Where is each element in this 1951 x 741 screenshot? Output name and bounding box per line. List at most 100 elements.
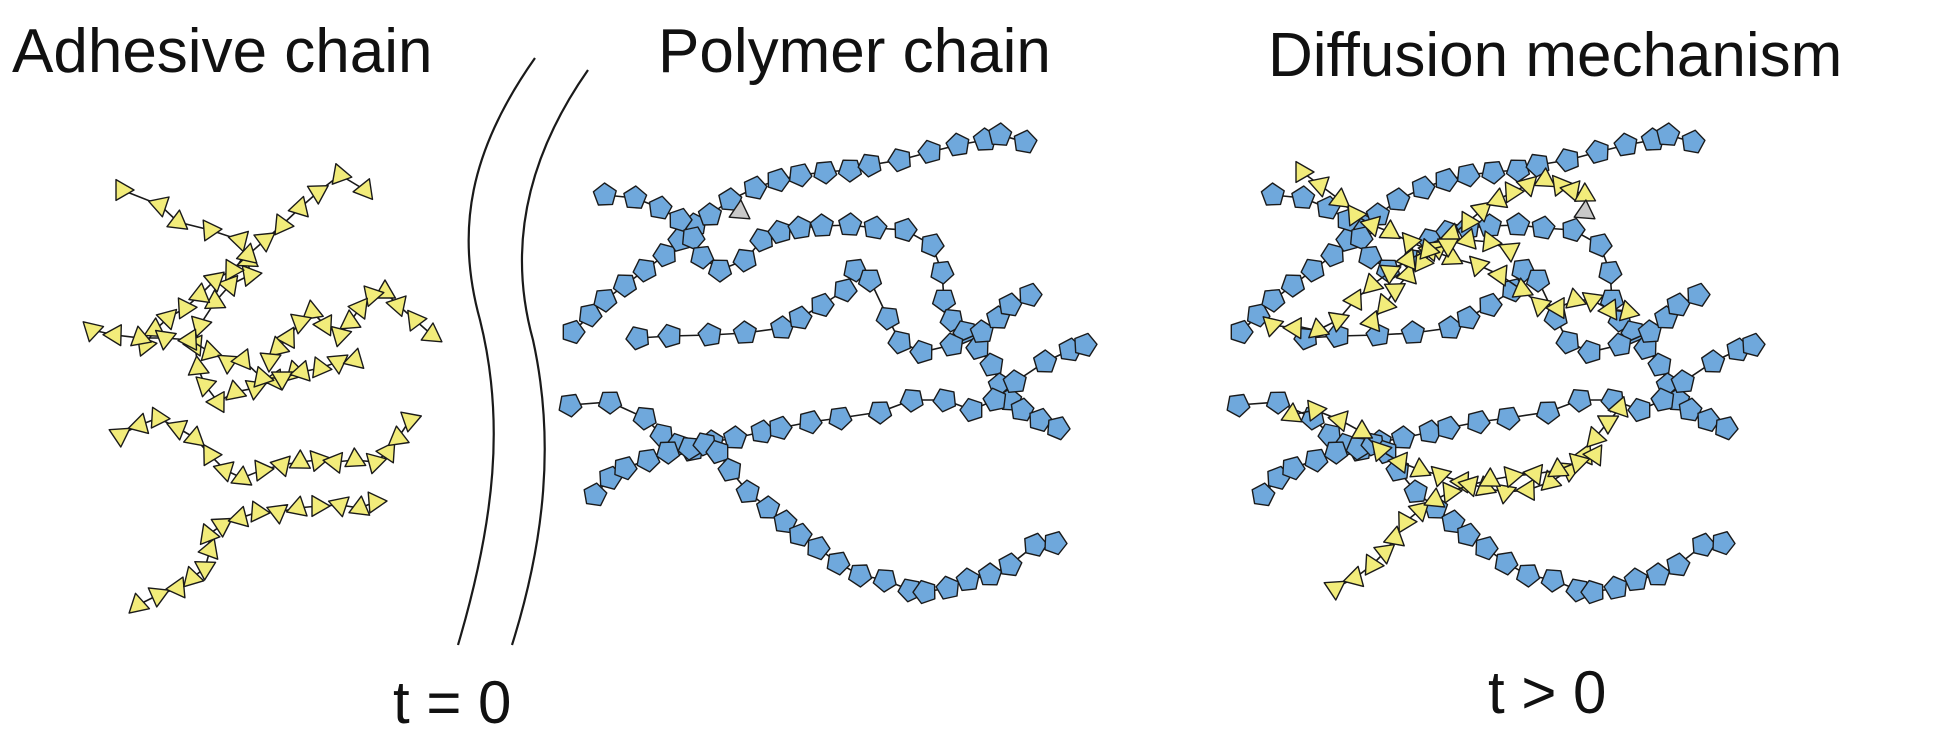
pentagon-icon <box>1687 282 1711 307</box>
pentagon-icon <box>811 292 835 317</box>
triangle-icon <box>177 297 198 320</box>
triangle-icon <box>1307 176 1330 198</box>
pentagon-icon <box>1678 397 1703 422</box>
adhesive-chain-title: Adhesive chain <box>12 17 433 86</box>
pentagon-icon <box>1647 352 1672 377</box>
pentagon-icon <box>1613 132 1638 157</box>
pentagon-icon <box>1531 215 1556 240</box>
pentagon-icon <box>657 323 681 348</box>
triangle-icon <box>1342 288 1363 311</box>
triangle-icon <box>250 500 271 523</box>
triangle-icon <box>254 459 275 482</box>
pentagon-icon <box>1403 479 1428 503</box>
pentagon-icon <box>1479 292 1503 317</box>
pentagon-icon <box>1623 567 1648 592</box>
triangle-icon <box>289 359 311 382</box>
triangle-icon <box>1419 237 1441 260</box>
triangle-icon <box>188 282 211 304</box>
triangle-icon <box>1327 311 1350 333</box>
triangle-icon <box>195 376 218 398</box>
pentagon-icon <box>1456 163 1481 188</box>
triangle-icon <box>326 354 349 375</box>
pentagon-icon <box>1325 323 1349 348</box>
pentagon-icon <box>1515 564 1541 588</box>
triangle-icon <box>1487 264 1508 287</box>
pentagon-icon <box>1323 441 1349 465</box>
pentagon-icon <box>558 393 583 418</box>
pentagon-icon <box>1010 397 1035 422</box>
triangle-icon <box>387 425 410 447</box>
pentagon-icon <box>826 551 851 576</box>
triangle-icon <box>235 242 258 264</box>
triangle-icon <box>1503 466 1525 488</box>
adhesive-chain-1 <box>136 162 374 357</box>
triangle-icon <box>1442 481 1463 504</box>
pentagon-icon <box>1666 552 1691 577</box>
pentagon-icon <box>899 389 924 413</box>
pentagon-icon <box>656 441 681 465</box>
triangle-icon <box>183 565 205 588</box>
triangle-icon <box>230 465 253 486</box>
triangle-icon <box>1407 501 1430 523</box>
triangle-icon <box>155 308 178 331</box>
triangle-icon <box>1395 262 1417 285</box>
pentagon-icon <box>1032 349 1058 373</box>
pentagon-icon <box>1506 212 1531 236</box>
triangle-icon <box>1423 487 1446 508</box>
triangle-icon <box>1581 292 1604 313</box>
time-later-label: t > 0 <box>1488 659 1606 726</box>
pentagon-icon <box>872 569 897 593</box>
triangle-icon <box>288 449 311 469</box>
pentagon-icon <box>998 552 1023 577</box>
pentagon-icon <box>1650 387 1675 412</box>
triangle-icon <box>227 505 250 528</box>
triangle-icon <box>147 587 170 608</box>
triangle-icon <box>330 325 353 348</box>
pentagon-icon <box>1024 532 1048 557</box>
triangle-icon <box>1359 215 1382 238</box>
triangle-icon <box>287 195 309 218</box>
pentagon-icon <box>1656 122 1681 146</box>
pentagon-icon <box>838 212 863 236</box>
triangle-icon <box>115 178 135 202</box>
pentagon-icon <box>917 139 941 164</box>
pentagon-icon <box>998 292 1023 317</box>
pentagon-icon <box>1494 551 1519 576</box>
triangle-icon <box>1597 298 1618 321</box>
triangle-icon <box>1262 316 1285 338</box>
triangle-icon <box>1342 565 1365 588</box>
triangle-icon <box>400 411 422 433</box>
triangle-icon <box>309 450 331 472</box>
pentagon-icon <box>977 562 1003 586</box>
triangle-icon <box>1379 264 1402 285</box>
triangle-icon <box>1596 415 1620 435</box>
pentagon-icon <box>1588 233 1613 258</box>
triangle-icon <box>1280 402 1303 423</box>
diffused-polymer-chain-4 <box>1251 432 1736 605</box>
pentagon-icon <box>1562 217 1586 243</box>
pentagon-icon <box>749 228 773 253</box>
triangle-icon <box>1282 317 1303 340</box>
triangle-icon <box>200 339 223 362</box>
triangle-icon <box>203 444 223 467</box>
triangle-icon <box>154 329 177 351</box>
triangle-icon <box>150 406 171 429</box>
triangle-icon <box>225 258 245 281</box>
triangle-icon <box>1387 451 1409 474</box>
triangle-icon <box>1515 175 1538 198</box>
pentagon-icon <box>1390 425 1416 449</box>
link-monomer-icon <box>1573 199 1596 220</box>
triangle-icon <box>182 425 205 447</box>
chain-bond <box>1240 134 1694 333</box>
adhesive-chain-4 <box>108 406 422 486</box>
pentagon-icon <box>743 175 768 200</box>
pentagon-icon <box>1300 258 1325 283</box>
triangle-icon <box>347 297 368 320</box>
diffused-adhesive-chain-2 <box>1262 227 1521 340</box>
pentagon-icon <box>1555 148 1579 173</box>
triangle-icon <box>1328 187 1351 208</box>
pentagon-icon <box>562 319 586 345</box>
pentagon-icon <box>1291 185 1316 209</box>
pentagon-icon <box>652 243 676 268</box>
